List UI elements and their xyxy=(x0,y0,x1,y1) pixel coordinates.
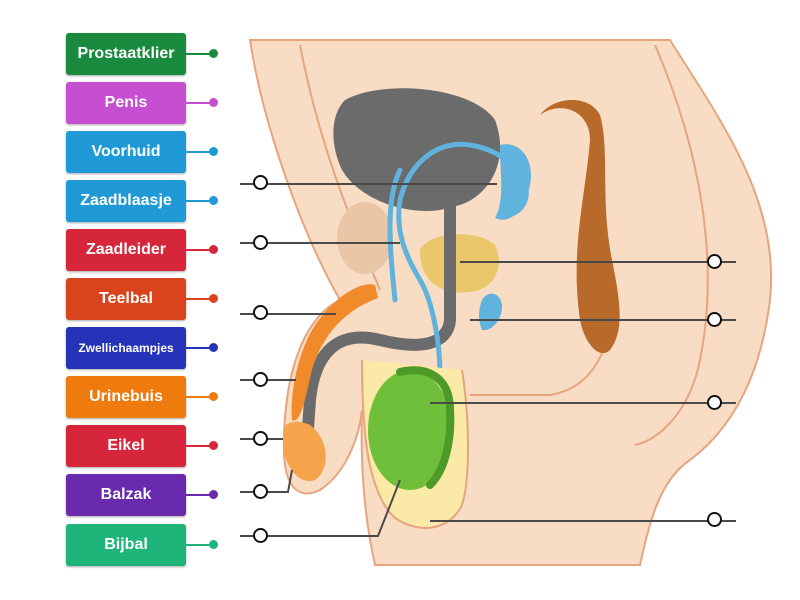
label-balzak[interactable]: Balzak xyxy=(66,474,186,516)
label-text: Eikel xyxy=(107,437,145,454)
label-anchor-dot[interactable] xyxy=(209,490,218,499)
leader-lines xyxy=(240,183,736,537)
rectum xyxy=(540,100,620,354)
drop-target-8[interactable] xyxy=(707,254,722,269)
label-eikel[interactable]: Eikel xyxy=(66,425,186,467)
label-anchor-dot[interactable] xyxy=(209,392,218,401)
label-connector xyxy=(186,53,212,55)
label-urinebuis[interactable]: Urinebuis xyxy=(66,376,186,418)
testis xyxy=(368,370,452,490)
erectile-tissue xyxy=(291,284,378,421)
drop-target-6[interactable] xyxy=(253,484,268,499)
label-penis[interactable]: Penis xyxy=(66,82,186,124)
label-anchor-dot[interactable] xyxy=(209,98,218,107)
buttock-outline xyxy=(634,44,709,446)
epididymis xyxy=(396,366,455,489)
drop-target-11[interactable] xyxy=(707,512,722,527)
label-text: Zaadblaasje xyxy=(80,192,172,209)
label-anchor-dot[interactable] xyxy=(209,441,218,450)
seminal-vesicle xyxy=(495,144,531,220)
label-anchor-dot[interactable] xyxy=(209,540,218,549)
drop-target-10[interactable] xyxy=(707,395,722,410)
drop-target-3[interactable] xyxy=(253,305,268,320)
label-connector xyxy=(186,298,212,300)
label-connector xyxy=(186,445,212,447)
label-anchor-dot[interactable] xyxy=(209,147,218,156)
label-text: Balzak xyxy=(100,486,152,503)
label-connector xyxy=(186,151,212,153)
drop-target-1[interactable] xyxy=(253,175,268,190)
body-outline xyxy=(248,39,773,566)
label-connector xyxy=(186,494,212,496)
label-bijbal[interactable]: Bijbal xyxy=(66,524,186,566)
label-connector xyxy=(186,200,212,202)
label-anchor-dot[interactable] xyxy=(209,49,218,58)
label-anchor-dot[interactable] xyxy=(209,245,218,254)
label-text: Zwellichaampjes xyxy=(78,341,174,355)
vas-deferens-loop xyxy=(387,167,403,303)
bulbourethral-gland xyxy=(479,293,503,331)
label-connector xyxy=(186,347,212,349)
prostate xyxy=(420,234,499,293)
label-connector xyxy=(186,249,212,251)
label-text: Penis xyxy=(104,94,148,111)
drop-target-2[interactable] xyxy=(253,235,268,250)
glans xyxy=(283,421,326,481)
label-anchor-dot[interactable] xyxy=(209,343,218,352)
label-zwellichaampjes[interactable]: Zwellichaampjes xyxy=(66,327,186,369)
pubic-bone xyxy=(337,202,393,274)
urethra-tube xyxy=(299,199,456,476)
label-text: Urinebuis xyxy=(89,388,163,405)
label-connector xyxy=(186,396,212,398)
label-teelbal[interactable]: Teelbal xyxy=(66,278,186,320)
drop-target-4[interactable] xyxy=(253,372,268,387)
label-anchor-dot[interactable] xyxy=(209,294,218,303)
label-text: Teelbal xyxy=(99,290,153,307)
label-text: Bijbal xyxy=(104,536,148,553)
label-text: Prostaatklier xyxy=(77,45,175,62)
drop-target-7[interactable] xyxy=(253,528,268,543)
bladder xyxy=(333,88,501,211)
label-connector xyxy=(186,544,212,546)
label-prostaatklier[interactable]: Prostaatklier xyxy=(66,33,186,75)
label-text: Voorhuid xyxy=(91,143,161,160)
label-anchor-dot[interactable] xyxy=(209,196,218,205)
drop-target-5[interactable] xyxy=(253,431,268,446)
label-connector xyxy=(186,102,212,104)
label-voorhuid[interactable]: Voorhuid xyxy=(66,131,186,173)
drop-target-9[interactable] xyxy=(707,312,722,327)
label-zaadblaasje[interactable]: Zaadblaasje xyxy=(66,180,186,222)
label-zaadleider[interactable]: Zaadleider xyxy=(66,229,186,271)
label-text: Zaadleider xyxy=(85,241,167,258)
